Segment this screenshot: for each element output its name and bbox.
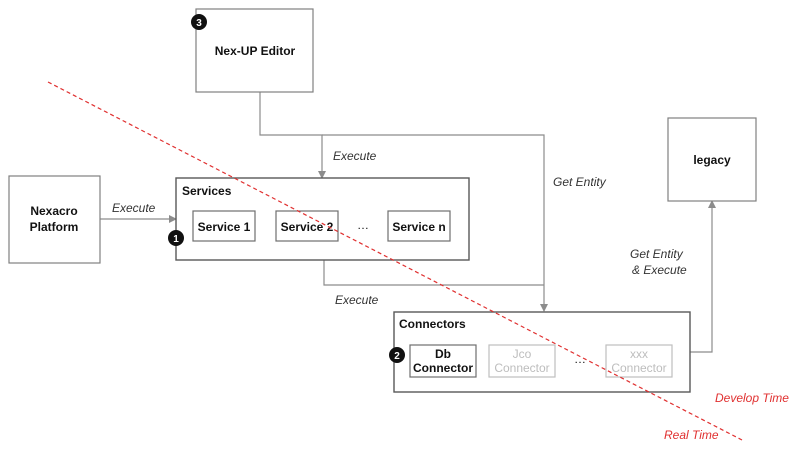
connectors-group: Connectors Db Connector Jco Connector … … <box>393 311 691 393</box>
badge-connectors-number: 2 <box>394 351 400 362</box>
edge-label-nexacro-execute: Execute <box>112 201 156 215</box>
badge-services: 1 <box>168 230 184 246</box>
real-time-label: Real Time <box>664 428 719 442</box>
badge-connectors: 2 <box>389 347 405 363</box>
nexacro-platform-node: Nexacro Platform <box>8 175 101 264</box>
services-group: Services Service 1 Service 2 … Service n <box>175 177 470 261</box>
develop-time-label: Develop Time <box>715 391 789 405</box>
db-connector-label-line2: Connector <box>413 361 473 375</box>
editor-label: Nex-UP Editor <box>215 44 296 58</box>
services-title: Services <box>182 184 232 198</box>
service-n-box <box>387 210 451 242</box>
edge-editor-to-services <box>259 92 326 179</box>
edge-label-get-entity: Get Entity <box>553 175 607 189</box>
editor-node: Nex-UP Editor <box>195 8 314 93</box>
edge-label-legacy-line2: & Execute <box>632 263 687 277</box>
edge-editor-to-connectors <box>322 134 548 312</box>
db-connector-label-line1: Db <box>435 347 451 361</box>
service-n-label: Service n <box>392 220 445 234</box>
legacy-label: legacy <box>693 153 731 167</box>
jco-connector-label-line2: Connector <box>494 361 549 375</box>
xxx-connector-box <box>605 344 673 378</box>
service-1-label: Service 1 <box>198 220 251 234</box>
jco-connector-label-line1: Jco <box>513 347 532 361</box>
nexacro-label-line1: Nexacro <box>30 204 77 218</box>
jco-connector-box <box>488 344 556 378</box>
edge-label-editor-execute: Execute <box>333 149 377 163</box>
edge-connectors-to-legacy <box>690 200 716 353</box>
service-2-box <box>275 210 339 242</box>
db-connector-box <box>409 344 477 378</box>
edge-label-legacy-line1: Get Entity <box>630 247 684 261</box>
edge-services-to-connectors <box>323 260 544 286</box>
badge-services-number: 1 <box>173 234 179 245</box>
edges <box>100 92 716 353</box>
nexacro-label-line2: Platform <box>30 220 79 234</box>
badge-editor: 3 <box>191 14 207 30</box>
services-ellipsis: … <box>357 218 369 232</box>
legacy-node: legacy <box>667 117 757 202</box>
service-2-label: Service 2 <box>281 220 334 234</box>
service-1-box <box>192 210 256 242</box>
xxx-connector-label-line2: Connector <box>611 361 666 375</box>
connectors-title: Connectors <box>399 317 466 331</box>
edge-label-services-execute: Execute <box>335 293 379 307</box>
xxx-connector-label-line1: xxx <box>630 347 648 361</box>
badge-editor-number: 3 <box>196 18 202 29</box>
